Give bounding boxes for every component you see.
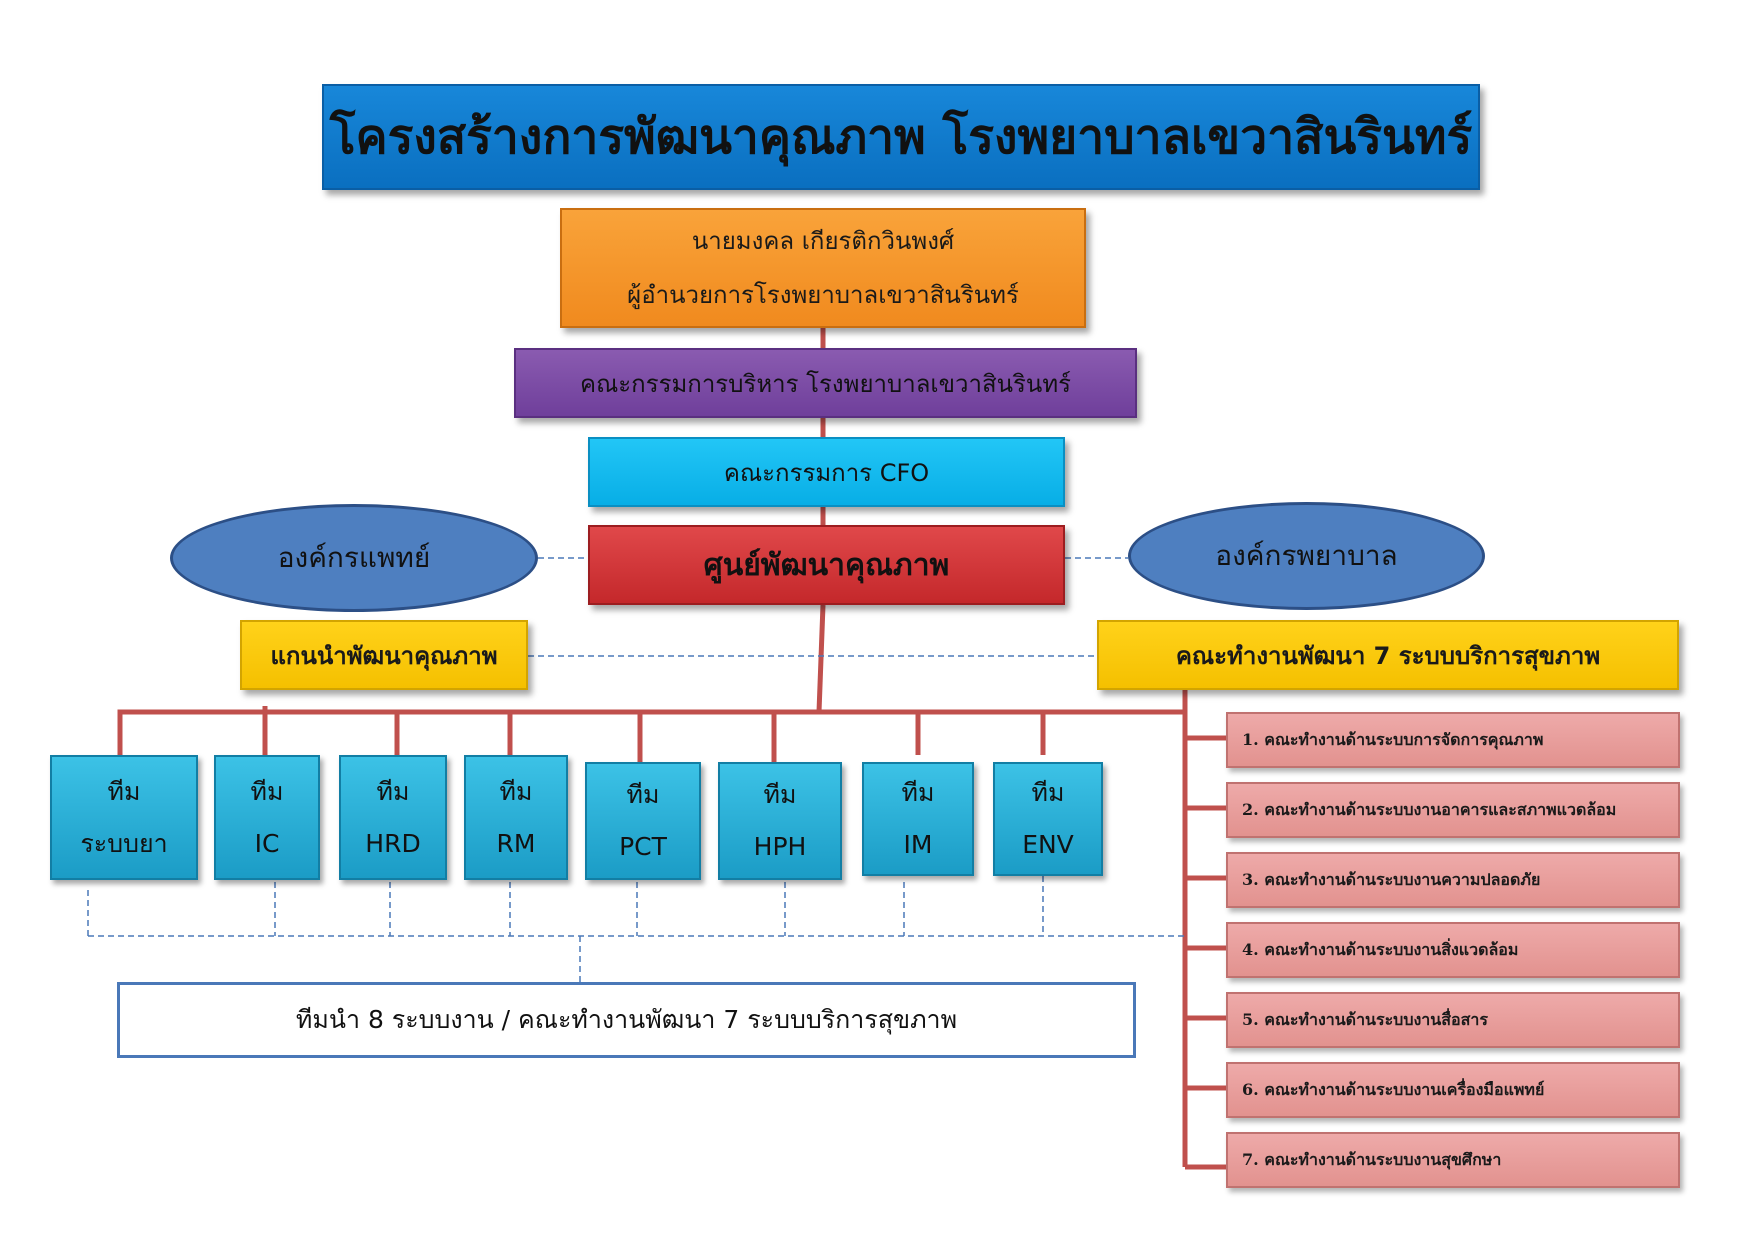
sub-group-label: 6. คณะทำงานด้านระบบงานเครื่องมือแพทย์ — [1242, 1079, 1545, 1099]
sub-group-label: 4. คณะทำงานด้านระบบงานสิ่งแวดล้อม — [1242, 939, 1519, 959]
quality-center-box: ศูนย์พัฒนาคุณภาพ — [588, 525, 1065, 605]
quality-center-label: ศูนย์พัฒนาคุณภาพ — [703, 547, 950, 583]
diagram-title-text: โครงสร้างการพัฒนาคุณภาพ โรงพยาบาลเขวาสิน… — [329, 109, 1473, 165]
bottom-summary-label: ทีมนำ 8 ระบบงาน / คณะทำงานพัฒนา 7 ระบบบร… — [295, 1005, 958, 1034]
team-line1: ทีม — [763, 780, 797, 809]
sub-group-5: 5. คณะทำงานด้านระบบงานสื่อสาร — [1226, 992, 1680, 1048]
sub-group-label: 7. คณะทำงานด้านระบบงานสุขศึกษา — [1242, 1149, 1502, 1169]
nurse-org-label: องค์กรพยาบาล — [1215, 539, 1398, 572]
sub-group-3: 3. คณะทำงานด้านระบบงานความปลอดภัย — [1226, 852, 1680, 908]
team-box-hph: ทีม HPH — [718, 762, 842, 880]
bottom-summary-box: ทีมนำ 8 ระบบงาน / คณะทำงานพัฒนา 7 ระบบบร… — [117, 982, 1136, 1058]
team-box-drug: ทีม ระบบยา — [50, 755, 198, 880]
team-box-env: ทีม ENV — [993, 762, 1103, 876]
team-line2: IM — [903, 830, 933, 859]
team-box-ic: ทีม IC — [214, 755, 320, 880]
team-box-im: ทีม IM — [862, 762, 974, 876]
working-group-label: คณะทำงานพัฒนา 7 ระบบบริการสุขภาพ — [1175, 641, 1601, 670]
doctor-org-label: องค์กรแพทย์ — [277, 541, 431, 574]
working-group-box: คณะทำงานพัฒนา 7 ระบบบริการสุขภาพ — [1097, 620, 1679, 690]
dashed-connectors — [87, 557, 1185, 982]
sub-group-4: 4. คณะทำงานด้านระบบงานสิ่งแวดล้อม — [1226, 922, 1680, 978]
team-line2: ENV — [1022, 830, 1074, 859]
team-line1: ทีม — [901, 778, 935, 807]
sub-group-label: 5. คณะทำงานด้านระบบงานสื่อสาร — [1242, 1009, 1488, 1029]
sub-group-6: 6. คณะทำงานด้านระบบงานเครื่องมือแพทย์ — [1226, 1062, 1680, 1118]
team-line1: ทีม — [1031, 778, 1065, 807]
sub-group-label: 3. คณะทำงานด้านระบบงานความปลอดภัย — [1242, 869, 1541, 889]
team-line1: ทีม — [107, 776, 141, 806]
team-line2: ระบบยา — [80, 828, 168, 858]
team-line2: HPH — [753, 832, 807, 861]
nurse-org-ellipse: องค์กรพยาบาล — [1128, 502, 1485, 610]
cfo-committee-label: คณะกรรมการ CFO — [723, 458, 930, 487]
director-position: ผู้อำนวยการโรงพยาบาลเขวาสินรินทร์ — [627, 281, 1019, 309]
sub-group-label: 2. คณะทำงานด้านระบบงานอาคารและสภาพแวดล้อ… — [1242, 799, 1617, 819]
sub-group-1: 1. คณะทำงานด้านระบบการจัดการคุณภาพ — [1226, 712, 1680, 768]
executive-committee-box: คณะกรรมการบริหาร โรงพยาบาลเขวาสินรินทร์ — [514, 348, 1137, 418]
quality-core-team-label: แกนนำพัฒนาคุณภาพ — [270, 641, 498, 670]
team-line1: ทีม — [499, 776, 533, 806]
executive-committee-label: คณะกรรมการบริหาร โรงพยาบาลเขวาสินรินทร์ — [579, 369, 1072, 398]
team-box-hrd: ทีม HRD — [339, 755, 447, 880]
connector-qc-down — [816, 604, 826, 713]
team-box-rm: ทีม RM — [464, 755, 568, 880]
director-name: นายมงคล เกียรติกวินพงศ์ — [691, 227, 955, 255]
quality-core-team-box: แกนนำพัฒนาคุณภาพ — [240, 620, 528, 690]
team-line1: ทีม — [250, 776, 284, 806]
team-line2: IC — [254, 828, 280, 858]
team-line1: ทีม — [626, 780, 660, 809]
team-bus — [117, 709, 1185, 758]
team-line2: RM — [496, 828, 536, 858]
sub-group-label: 1. คณะทำงานด้านระบบการจัดการคุณภาพ — [1242, 729, 1544, 749]
sub-group-2: 2. คณะทำงานด้านระบบงานอาคารและสภาพแวดล้อ… — [1226, 782, 1680, 838]
cfo-committee-box: คณะกรรมการ CFO — [588, 437, 1065, 507]
team-line2: HRD — [365, 828, 421, 858]
team-line1: ทีม — [376, 776, 410, 806]
sub-group-7: 7. คณะทำงานด้านระบบงานสุขศึกษา — [1226, 1132, 1680, 1188]
doctor-org-ellipse: องค์กรแพทย์ — [170, 504, 538, 612]
solid-connectors — [117, 328, 1226, 1170]
diagram-title: โครงสร้างการพัฒนาคุณภาพ โรงพยาบาลเขวาสิน… — [322, 84, 1480, 190]
team-line2: PCT — [619, 832, 667, 861]
team-box-pct: ทีม PCT — [585, 762, 701, 880]
director-box: นายมงคล เกียรติกวินพงศ์ ผู้อำนวยการโรงพย… — [560, 208, 1086, 328]
